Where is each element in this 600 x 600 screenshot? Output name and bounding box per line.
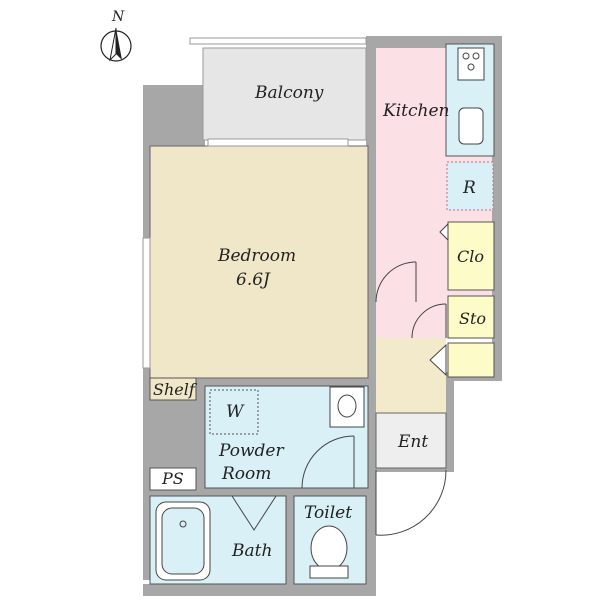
toilet-icon	[309, 525, 349, 579]
washbasin-icon	[329, 386, 365, 428]
entrance-area	[375, 412, 447, 469]
entrance-label: Ent	[397, 432, 428, 452]
bedroom-label: Bedroom	[217, 246, 296, 266]
shelf-label: Shelf	[153, 380, 198, 399]
shoe-storage	[447, 342, 495, 378]
balcony-window	[207, 138, 349, 147]
stove-icon	[457, 47, 485, 81]
storage-area	[447, 295, 495, 339]
drain-icon	[179, 520, 187, 528]
storage-label: Sto	[459, 309, 486, 328]
balcony-area	[202, 47, 367, 141]
toilet-label: Toilet	[304, 503, 352, 523]
balcony-railing	[189, 37, 367, 45]
doors	[231, 222, 449, 536]
bedroom-area	[149, 145, 369, 379]
kitchen-label: Kitchen	[382, 101, 449, 121]
north-arrow-icon	[100, 27, 132, 62]
shelf-area	[149, 377, 197, 401]
bath-label: Bath	[231, 541, 272, 561]
powder-room-label-line2: Room	[221, 464, 271, 484]
bathtub-inner	[161, 507, 205, 575]
hall-area	[376, 338, 446, 413]
washer-label: W	[226, 402, 245, 422]
washer-space	[209, 389, 259, 435]
bedroom-size-label: 6.6J	[236, 270, 271, 290]
pipe-space	[149, 467, 197, 491]
compass-north-label: N	[111, 9, 125, 25]
closet-label: Clo	[457, 247, 484, 266]
sink-icon	[458, 107, 484, 145]
pipe-space-label: PS	[161, 469, 184, 488]
balcony-label: Balcony	[254, 83, 324, 103]
refrigerator-space	[446, 161, 494, 211]
refrigerator-label: R	[462, 178, 476, 198]
powder-room-label-line1: Powder	[218, 441, 284, 461]
closet-area	[447, 221, 495, 291]
bedroom-window	[142, 237, 151, 369]
